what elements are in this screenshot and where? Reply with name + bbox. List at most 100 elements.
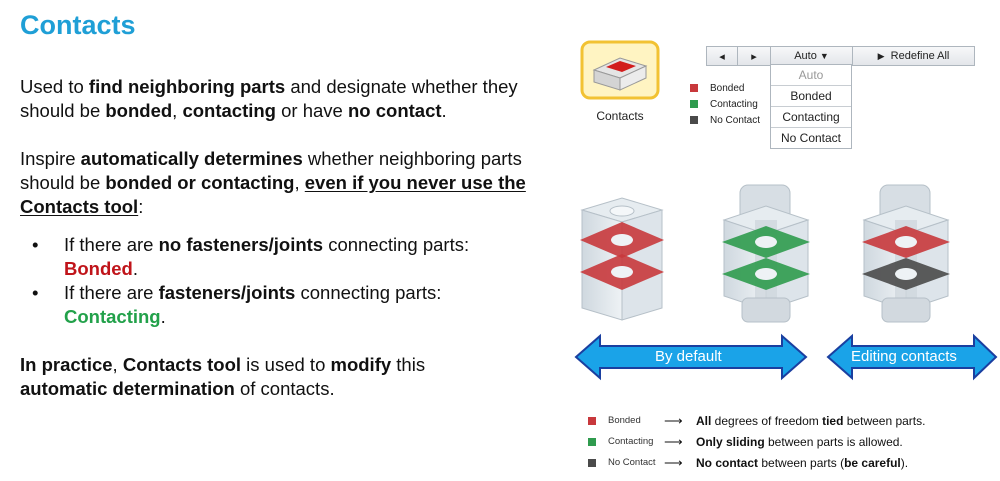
bonded-swatch [588,416,596,425]
text: between parts ( [758,455,845,470]
text: and designate whether they should be [20,76,518,121]
text-bold: be careful [844,455,901,470]
text: of contacts. [234,378,335,399]
legend-label: No Contact [710,114,761,126]
redefine-all-button[interactable]: ▶ Redefine All [853,47,974,65]
legend-key: Contacting [608,436,654,447]
text-bold: bonded [105,100,173,121]
text-bold: Contacts tool [122,354,242,375]
no-contact-swatch [588,458,596,467]
arrow-right-icon: ⟶ [664,412,683,428]
paragraph-automatic: Inspire automatically determines whether… [20,147,550,219]
text: or have [275,100,348,121]
contact-type-legend: Bonded Contacting No Contact [690,80,760,128]
text: . [160,306,166,327]
editing-contacts-label: Editing contacts [851,348,957,365]
result-bonded: Bonded [64,258,133,279]
text-bold: All [696,413,712,428]
text: . [441,100,447,121]
arrow-right-icon: ⟶ [664,454,683,470]
legend-row-bonded: Bonded [690,80,760,96]
legend-description: All degrees of freedom tied between part… [696,414,925,428]
menu-item-auto[interactable]: Auto [798,68,824,82]
legend-key: No Contact [608,457,656,468]
menu-item-no-contact[interactable]: No Contact [771,127,851,148]
legend-description: Only sliding between parts is allowed. [696,435,903,449]
text: If there are [64,282,159,303]
text: this [391,354,426,375]
text: , [112,354,123,375]
text: between parts. [843,413,926,428]
contacting-swatch [690,100,698,108]
text-underlined: even if you never use the Contacts tool [20,172,526,217]
text: ). [900,455,909,470]
text: connecting parts: [323,234,470,255]
legend-description: No contact between parts (be careful). [696,456,908,470]
contacting-swatch [588,437,596,446]
bullet-list: If there are no fasteners/joints connect… [20,233,550,329]
menu-item-contacting[interactable]: Contacting [771,106,851,127]
text: Used to [20,76,89,97]
paragraph-purpose: Used to find neighboring parts and desig… [20,75,550,123]
text-bold: Only sliding [696,434,765,449]
text: degrees of freedom [711,413,823,428]
by-default-label: By default [655,348,722,365]
play-icon: ▶ [877,50,885,61]
arrow-left-icon: ◂ [719,50,725,63]
illustration-edited-bolt [862,184,950,323]
no-contact-swatch [690,116,698,124]
legend-row-bonded: Bonded ⟶ All degrees of freedom tied bet… [588,410,925,431]
auto-dropdown[interactable]: Auto ▼ [771,47,853,65]
result-contacting: Contacting [64,306,161,327]
redefine-all-label: Redefine All [890,50,950,62]
list-item: If there are no fasteners/joints connect… [20,233,550,281]
legend-row-no-contact: No Contact [690,112,760,128]
contacts-tool-label: Contacts [596,109,644,123]
text: : [138,196,144,217]
illustration-bonded-block [580,197,664,321]
arrow-right-icon: ▸ [751,50,757,63]
legend-row-no-contact: No Contact ⟶ No contact between parts (b… [588,452,925,473]
text-bold: no contact [347,100,442,121]
legend-row-contacting: Contacting ⟶ Only sliding between parts … [588,431,925,452]
text: connecting parts: [295,282,442,303]
text: If there are [64,234,159,255]
text-bold: automatic determination [20,378,235,399]
menu-item-bonded[interactable]: Bonded [771,85,851,106]
contact-meaning-legend: Bonded ⟶ All degrees of freedom tied bet… [588,410,925,473]
contacts-tool-icon[interactable] [580,40,660,100]
legend-row-contacting: Contacting [690,96,760,112]
text-bold: find neighboring parts [88,76,286,97]
section-arrows [574,333,998,381]
text-bold: In practice [20,354,113,375]
body-text: Used to find neighboring parts and desig… [20,75,550,401]
text: is used to [241,354,331,375]
text-bold: No contact [696,455,759,470]
illustration-contacting-bolt [722,184,810,323]
text-bold: bonded or contacting [105,172,295,193]
contacts-toolbar: ◂ ▸ Auto ▼ ▶ Redefine All [706,46,975,66]
legend-label: Contacting [710,98,758,110]
contact-type-dropdown-menu: Auto Bonded Contacting No Contact [770,64,852,149]
text: Inspire [20,148,81,169]
text: . [132,258,138,279]
text: between parts is allowed. [764,434,903,449]
text-bold: contacting [182,100,276,121]
text-bold: fasteners/joints [158,282,296,303]
bonded-swatch [690,84,698,92]
legend-label: Bonded [710,82,745,94]
by-default-arrow [574,333,808,381]
paragraph-in-practice: In practice, Contacts tool is used to mo… [20,353,550,401]
next-button[interactable]: ▸ [738,47,771,65]
previous-button[interactable]: ◂ [707,47,738,65]
text-bold: no fasteners/joints [158,234,324,255]
page-title: Contacts [20,10,136,40]
text-bold: automatically determines [80,148,303,169]
chevron-down-icon: ▼ [819,51,829,61]
text-bold: modify [330,354,392,375]
contact-illustrations [580,184,950,323]
auto-dropdown-label: Auto [794,50,817,62]
legend-key: Bonded [608,415,641,426]
text: , [172,100,183,121]
editing-contacts-arrow [826,333,998,381]
